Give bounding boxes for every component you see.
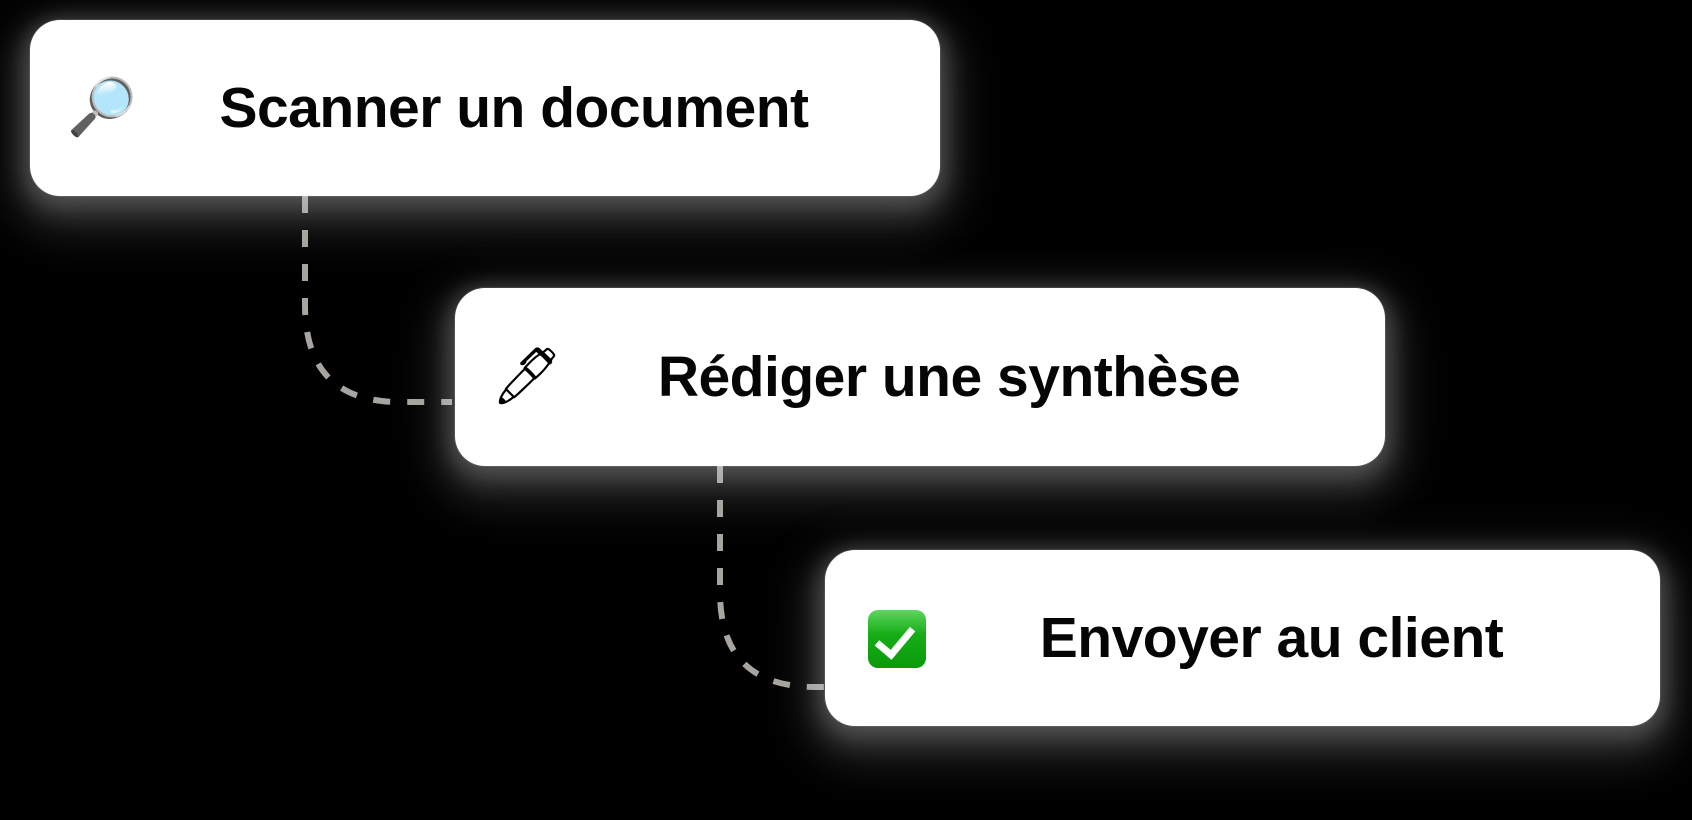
pen-icon: 🖊 xyxy=(491,344,563,409)
flow-node-label: Scanner un document xyxy=(219,76,809,140)
card-content: Envoyer au client xyxy=(825,605,1660,671)
flow-node-envoyer-au-client[interactable]: Envoyer au client xyxy=(825,550,1660,726)
card-content: 🔎 Scanner un document xyxy=(30,75,940,141)
flow-node-label: Envoyer au client xyxy=(1039,606,1504,670)
check-mark-button-icon xyxy=(859,608,935,668)
flow-node-rediger-une-synthese[interactable]: 🖊 Rédiger une synthèse xyxy=(455,288,1385,466)
check-mark-button-glyph xyxy=(868,609,926,668)
flow-node-label: Rédiger une synthèse xyxy=(657,345,1241,409)
connector-node1-to-node2 xyxy=(302,196,452,405)
card-content: 🖊 Rédiger une synthèse xyxy=(455,344,1385,410)
flow-node-scanner-un-document[interactable]: 🔎 Scanner un document xyxy=(30,20,940,196)
magnifying-glass-icon: 🔎 xyxy=(67,75,137,140)
